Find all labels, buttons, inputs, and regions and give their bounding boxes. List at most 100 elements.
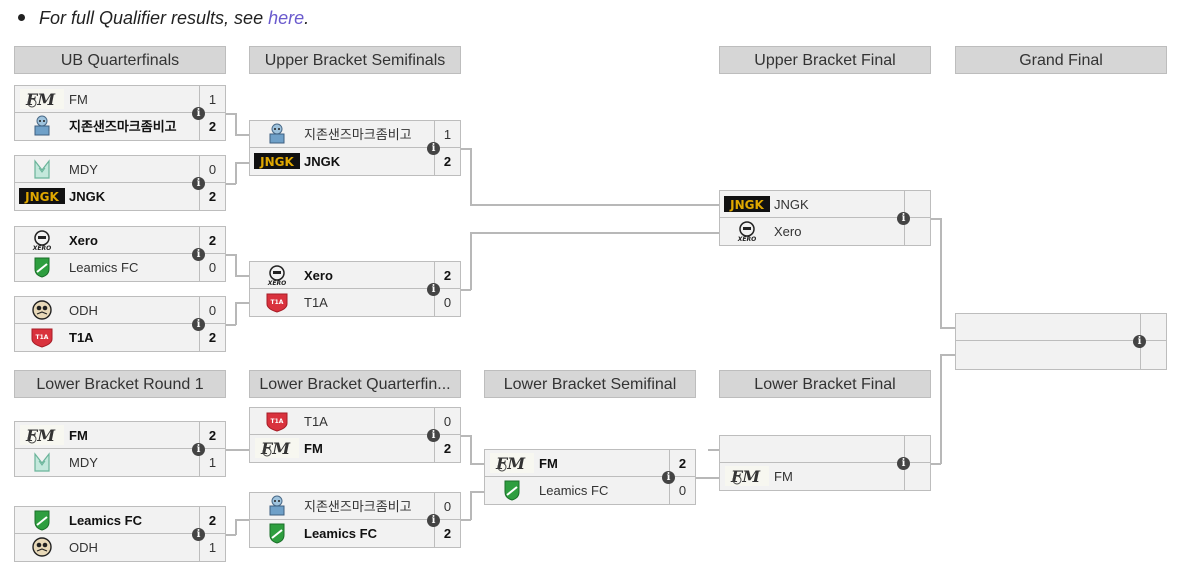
team-score: 2 <box>199 113 225 140</box>
fm-logo <box>19 424 65 446</box>
team-name[interactable]: T1A <box>69 330 94 345</box>
team-name[interactable]: FM <box>69 92 88 107</box>
match-gf[interactable]: i <box>955 313 1167 370</box>
team-name[interactable]: Leamics FC <box>69 260 139 275</box>
match-info-icon[interactable]: i <box>427 283 440 296</box>
team-name[interactable]: FM <box>539 456 558 471</box>
team-name[interactable]: 지존샌즈마크좀비고 <box>69 119 177 134</box>
team-name[interactable]: ODH <box>69 540 98 555</box>
match-info-icon[interactable]: i <box>192 443 205 456</box>
team-score: 0 <box>199 156 225 182</box>
team-name[interactable]: MDY <box>69 162 98 177</box>
team-name[interactable]: T1A <box>304 295 328 310</box>
match-info-icon[interactable]: i <box>897 212 910 225</box>
match-info-icon[interactable]: i <box>192 107 205 120</box>
jngk-logo <box>724 193 770 215</box>
team-slot[interactable]: T1A 0 <box>250 408 460 435</box>
leamics-logo <box>489 479 535 501</box>
match-lbf[interactable]: FM i <box>719 435 931 491</box>
team-slot[interactable]: ODH 1 <box>15 534 225 561</box>
team-name[interactable]: JNGK <box>774 197 809 212</box>
team-score: 2 <box>199 422 225 448</box>
team-name[interactable]: FM <box>69 428 88 443</box>
qualifier-results-link[interactable]: here <box>268 8 305 28</box>
team-slot[interactable] <box>956 342 1166 369</box>
team-slot[interactable] <box>720 436 930 463</box>
team-score: 0 <box>434 408 460 434</box>
team-name[interactable]: T1A <box>304 414 328 429</box>
team-name[interactable]: Xero <box>774 224 802 239</box>
match-info-icon[interactable]: i <box>192 528 205 541</box>
match-info-icon[interactable]: i <box>192 248 205 261</box>
team-name[interactable]: Leamics FC <box>539 483 609 498</box>
match-info-icon[interactable]: i <box>427 514 440 527</box>
team-slot[interactable]: T1A 0 <box>250 289 460 316</box>
team-name[interactable]: FM <box>774 469 793 484</box>
team-name[interactable]: 지존샌즈마크좀비고 <box>304 127 412 142</box>
match-info-icon[interactable]: i <box>192 318 205 331</box>
team-name[interactable]: MDY <box>69 455 98 470</box>
team-slot[interactable]: Leamics FC 2 <box>15 507 225 534</box>
match-info-icon[interactable]: i <box>897 457 910 470</box>
header-lb-round1: Lower Bracket Round 1 <box>14 370 226 398</box>
team-score <box>904 436 930 462</box>
match-info-icon[interactable]: i <box>662 471 675 484</box>
team-slot[interactable]: JNGK <box>720 191 930 218</box>
team-score: 1 <box>199 534 225 561</box>
team-score <box>1140 342 1166 369</box>
team-name[interactable]: 지존샌즈마크좀비고 <box>304 499 412 514</box>
team-name[interactable]: Xero <box>69 233 98 248</box>
team-name[interactable]: ODH <box>69 303 98 318</box>
match-info-icon[interactable]: i <box>192 177 205 190</box>
team-name[interactable]: JNGK <box>304 154 341 169</box>
match-info-icon[interactable]: i <box>1133 335 1146 348</box>
mdy-logo <box>19 451 65 473</box>
team-slot[interactable]: Xero <box>720 218 930 245</box>
team-name[interactable]: Leamics FC <box>69 513 142 528</box>
note-prefix: For full Qualifier results, see <box>39 8 269 28</box>
team-name[interactable]: Leamics FC <box>304 526 377 541</box>
match-ubf[interactable]: JNGK Xero i <box>719 190 931 246</box>
team-slot[interactable]: FM 2 <box>15 422 225 449</box>
team-name[interactable]: JNGK <box>69 189 106 204</box>
team-score: 0 <box>434 289 460 316</box>
team-slot[interactable]: MDY 0 <box>15 156 225 183</box>
team-slot[interactable]: 지존샌즈마크좀비고 2 <box>15 113 225 140</box>
match-info-icon[interactable]: i <box>427 142 440 155</box>
team-name[interactable]: Xero <box>304 268 333 283</box>
team-slot[interactable] <box>956 314 1166 341</box>
team-slot[interactable]: FM <box>720 463 930 490</box>
leamics-logo <box>19 256 65 278</box>
team-slot[interactable]: FM 2 <box>250 435 460 462</box>
team-score: 2 <box>434 435 460 462</box>
team-score: 2 <box>199 507 225 533</box>
xero-logo <box>19 229 65 251</box>
team-name[interactable]: FM <box>304 441 323 456</box>
match-info-icon[interactable]: i <box>427 429 440 442</box>
